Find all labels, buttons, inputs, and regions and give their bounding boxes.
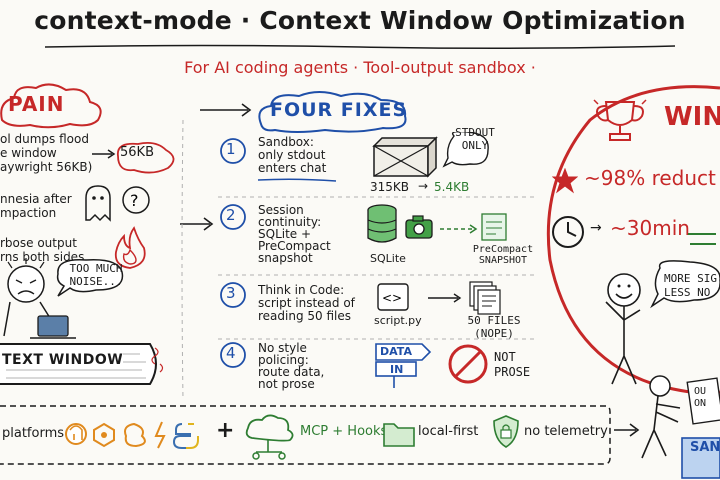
time-arrow-icon: → [590,220,602,236]
snapshot-label: PreCompact SNAPSHOT [472,244,534,266]
script-label: script.py [374,314,422,327]
fire-icon [114,226,146,269]
size-arrow-icon: → [418,179,429,193]
sqlite-label: SQLite [370,252,406,265]
size-from: 315KB [370,180,410,194]
fix-1-text: Sandbox: only stdout enters chat [258,135,327,175]
folder-icon [383,423,415,447]
pain-item-3: rbose output rns both sides [0,236,85,264]
pain-to-fixes-arrows [180,103,252,231]
footer-mcp: MCP + Hooks [300,424,388,439]
fix-divider-2 [218,274,538,276]
sandbox-box-label: SAN [690,440,720,455]
sandbox-crate-icon [372,132,489,178]
fix-4-text: No style policing: route data, not prose [258,341,325,391]
fix-divider-1 [218,196,538,198]
stressed-developer-icon [3,258,124,339]
size-to: 5.4KB [434,180,470,194]
fix-2-number: 2 [226,206,236,224]
fix-1-number-circle [220,138,246,164]
platform-logos [65,421,199,449]
pain-arrow-callout [92,141,175,174]
script-files-icons: <> [377,281,501,315]
wins-time: ~30min [610,216,690,240]
fix-divider-3 [218,338,538,340]
fix-1-number: 1 [226,140,236,158]
subtitle: For AI coding agents · Tool-output sandb… [184,58,536,77]
cloud-network-icon [245,414,294,460]
fix-4-number: 4 [226,344,236,362]
fix-3-number-circle [220,282,246,308]
pain-cloud-icon [0,83,102,129]
clock-icon [552,216,584,248]
green-arrow-icon [688,233,716,245]
divider-left [181,120,184,400]
shield-lock-icon [493,415,519,448]
fixes-cloud-icon [258,91,407,133]
fix-2-text: Session continuity: SQLite + PreCompact … [258,203,331,265]
fix-2-number-circle [220,204,246,230]
pain-heading: PAIN [8,92,65,116]
pain-item-1: ol dumps flood e window aywright 56KB) [0,132,93,174]
pain-item-2: nnesia after mpaction [0,192,72,220]
wins-speech-bubble: MORE SIG LESS NO [664,272,717,299]
title-underline [44,44,676,50]
fix-3-text: Think in Code: script instead of reading… [258,283,355,323]
footer-telemetry: no telemetry [524,424,608,439]
fix-3-number: 3 [226,284,236,302]
footer-arrow-icon [614,423,640,437]
ghost-question-icon: ? [85,185,150,222]
plus-icon: + [216,418,235,443]
page-title: context-mode · Context Window Optimizati… [34,6,686,35]
star-icon [552,168,578,194]
footer-platforms: platforms [2,426,65,441]
fixes-heading: FOUR FIXES [270,99,408,121]
files-nope-label: 50 FILES (NOPE) [467,314,521,340]
trophy-icon [593,99,647,141]
not-prose-label: NOT PROSE [494,350,531,379]
data-in-sign-icon [375,343,432,388]
sign-data: DATA [380,345,412,358]
svg-text:?: ? [130,191,139,210]
paper-note: OU ON [694,386,707,409]
pain-speech-bubble: TOO MUCH NOISE... [69,262,123,288]
person-with-sandbox-icon [641,375,720,479]
footer-local: local-first [418,424,479,439]
sqlite-camera-snapshot-icons [367,204,507,243]
wins-reduction: ~98% reduct [584,166,716,190]
fix-1-underline [257,178,337,182]
stdout-only-bubble: STDOUT ONLY [455,126,495,152]
svg-text:<>: <> [382,291,402,305]
no-entry-icon [448,344,488,384]
context-window-label: TEXT WINDOW [2,352,124,368]
sign-in: IN [390,363,404,376]
fix-4-number-circle [220,342,246,368]
happy-person-icon [605,260,720,385]
wins-heading: WIN [664,102,720,132]
pain-callout-56kb: 56KB [120,145,154,160]
